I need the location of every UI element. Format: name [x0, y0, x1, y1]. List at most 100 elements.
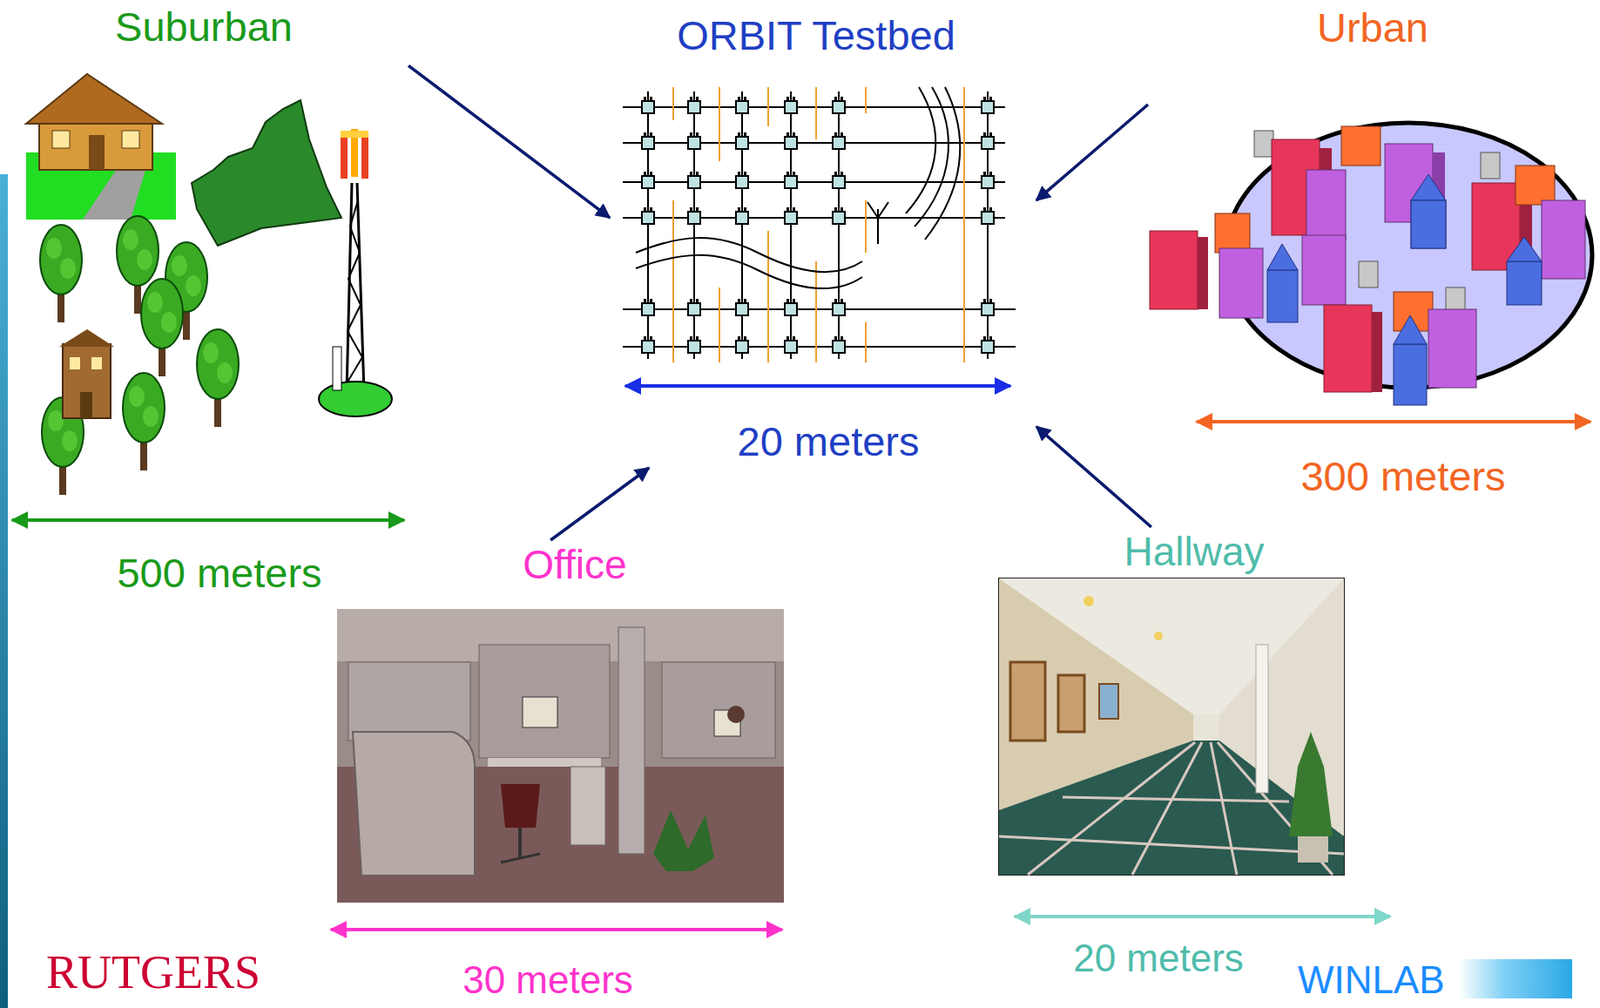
- urban-scene-part: [1480, 152, 1500, 179]
- logo-text: RUTGERS: [46, 945, 261, 1000]
- dimension-label: 30 meters: [462, 958, 634, 1003]
- radio-nodes-part: [981, 171, 994, 189]
- suburban-group: Suburban 500 meters: [5, 0, 409, 602]
- office-photo-part: [500, 853, 541, 863]
- urban-scene-part: [1267, 270, 1298, 323]
- urban-scene-part: [1541, 200, 1586, 279]
- testbed-grid-part-part: [864, 200, 867, 253]
- testbed-grid-part-part: [963, 87, 966, 363]
- testbed-grid-part: [622, 345, 1016, 348]
- dimension-arrow: [330, 927, 783, 932]
- hallway-photo-part-part: [999, 836, 1344, 854]
- radio-nodes: [641, 96, 994, 353]
- radio-nodes-part: [735, 207, 749, 224]
- dimension-label: 20 meters: [1073, 936, 1244, 981]
- radio-nodes-part: [641, 298, 655, 316]
- radio-nodes-part: [981, 207, 994, 224]
- logo-text: WINLAB: [1297, 958, 1445, 1003]
- radio-nodes-part: [832, 171, 845, 189]
- office-photo-part: [500, 783, 541, 828]
- radio-nodes-part: [832, 298, 845, 316]
- suburban-scene-part: [346, 182, 352, 392]
- suburban-scene-part: [26, 74, 163, 124]
- testbed-grid-part-part: [767, 87, 770, 127]
- office-photo-part: [352, 731, 475, 876]
- urban-scene-part: [1410, 200, 1446, 249]
- urban-scene-part: [1323, 304, 1372, 392]
- radio-nodes-part: [981, 336, 994, 353]
- testbed-grid-part-part: [864, 322, 867, 363]
- urban-scene-part: [1306, 169, 1346, 240]
- suburban-scene-part: [88, 135, 105, 170]
- testbed-grid: [622, 87, 1016, 363]
- suburban-scene-part: [69, 357, 81, 370]
- radio-nodes-part: [641, 171, 655, 189]
- hallway-photo-part: [1058, 675, 1085, 732]
- flow-arrow: [408, 65, 610, 218]
- urban-scene-part: [1267, 243, 1298, 271]
- testbed-grid-part: [673, 87, 965, 363]
- office-photo-part: [337, 608, 784, 903]
- radio-nodes-part: [735, 298, 749, 316]
- radio-nodes-part: [688, 207, 701, 224]
- testbed-grid-part: [924, 87, 960, 240]
- testbed-grid-part: [986, 91, 989, 359]
- testbed-grid-part-part: [672, 200, 675, 363]
- radio-nodes-part: [784, 132, 797, 149]
- radio-nodes-part: [832, 132, 845, 149]
- radio-nodes-part: [641, 132, 655, 149]
- scene-title: Suburban: [114, 3, 293, 51]
- side-strip: [0, 174, 8, 1008]
- radio-nodes-part: [784, 171, 797, 189]
- radio-nodes-part: [735, 132, 749, 149]
- urban-scene-part: [1410, 200, 1446, 249]
- suburban-scene-part: [122, 372, 165, 471]
- dimension-arrow: [1014, 914, 1391, 919]
- testbed-grid-part-part: [864, 87, 867, 114]
- suburban-scene-part: [141, 278, 183, 377]
- dimension-label: 300 meters: [1300, 452, 1506, 500]
- office-photo-part: [522, 696, 558, 728]
- radio-nodes-part: [688, 298, 701, 316]
- hallway-photo-part: [1289, 731, 1333, 837]
- office-photo-part: [570, 766, 606, 845]
- urban-group: Urban300 meters: [1147, 4, 1594, 506]
- suburban-scene-part: [361, 130, 369, 179]
- hallway-photo-part: [1083, 595, 1094, 607]
- testbed-grid-part: [877, 209, 879, 244]
- urban-scene-part: [1371, 311, 1383, 392]
- dimension-label: 500 meters: [116, 549, 322, 597]
- testbed-grid-part-part: [767, 230, 770, 363]
- office-photo-part: [618, 627, 645, 854]
- suburban-scene-part: [196, 329, 239, 427]
- logo-bar: [1458, 958, 1573, 999]
- suburban-scene-part: [318, 381, 392, 417]
- hallway-photo-part-part: [1027, 742, 1195, 875]
- radio-nodes-part: [641, 336, 655, 353]
- testbed-group: ORBIT Testbed20 meters: [609, 10, 1037, 468]
- urban-scene-part: [1515, 165, 1555, 205]
- urban-scene-part: [1506, 236, 1542, 262]
- dimension-arrow: [12, 518, 405, 522]
- suburban-scene: [26, 74, 392, 495]
- urban-scene-part: [1219, 248, 1263, 318]
- dimension-arrow: [1196, 419, 1591, 424]
- office-photo-part: [348, 661, 471, 741]
- suburban-scene-part: [191, 100, 342, 246]
- radio-nodes-part: [832, 96, 845, 114]
- urban-scene-part: [1197, 236, 1209, 310]
- office-group: Office30 meters: [328, 540, 786, 1006]
- radio-nodes-part: [832, 336, 845, 353]
- radio-nodes-part: [981, 298, 994, 316]
- office-photo-part: [661, 661, 776, 758]
- scene-title: Hallway: [1123, 528, 1264, 575]
- urban-scene-part: [1254, 130, 1274, 157]
- office-photo: [337, 608, 784, 903]
- radio-nodes-part: [735, 96, 749, 114]
- radio-nodes-part: [784, 207, 797, 224]
- testbed-grid-part-part: [672, 87, 675, 121]
- hallway-photo-part: [999, 740, 1344, 875]
- radio-nodes-part: [784, 96, 797, 114]
